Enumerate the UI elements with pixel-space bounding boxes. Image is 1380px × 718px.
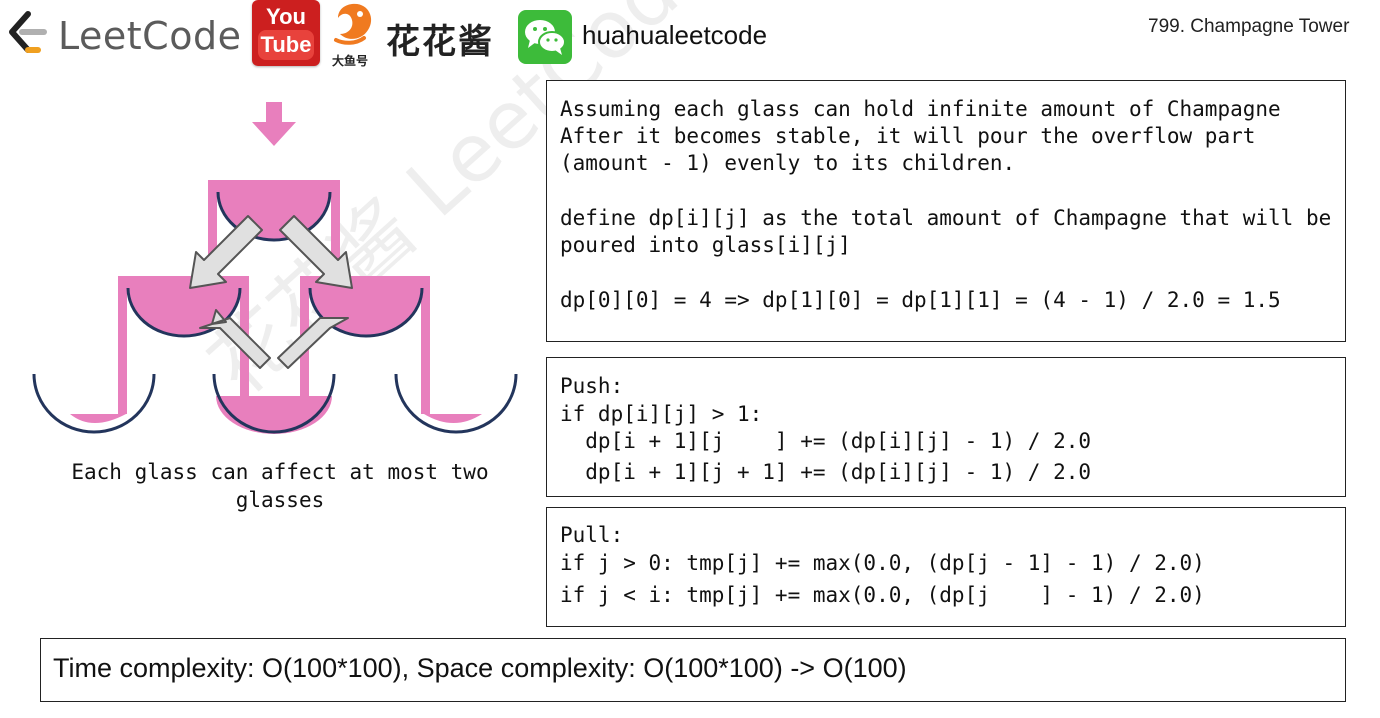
glass-bottom-middle xyxy=(212,373,336,434)
youtube-logo-icon: You Tube xyxy=(252,0,320,66)
leetcode-logo: LeetCode xyxy=(4,8,244,58)
youtube-tube-text: Tube xyxy=(258,30,314,60)
caption-line-1: Each glass can affect at most two xyxy=(71,460,489,484)
glass-middle-right xyxy=(300,276,430,414)
push-code-box: Push: if dp[i][j] > 1: dp[i + 1][j ] += … xyxy=(546,357,1346,497)
push-code-line: dp[i + 1][j ] += (dp[i][j] - 1) / 2.0 xyxy=(560,429,1092,453)
huahua-label: 花花酱 xyxy=(386,22,494,62)
pour-arrow-icon xyxy=(252,102,296,146)
flow-arrow-icon xyxy=(199,309,271,369)
champagne-tower-diagram xyxy=(30,96,520,446)
complexity-text: Time complexity: O(100*100), Space compl… xyxy=(53,653,907,683)
caption-line-2: glasses xyxy=(235,488,325,512)
leetcode-logo-icon xyxy=(9,11,47,53)
explanation-box: Assuming each glass can hold infinite am… xyxy=(546,80,1346,342)
explanation-line: define dp[i][j] as the total amount of C… xyxy=(560,206,1332,230)
explanation-line: dp[0][0] = 4 => dp[1][0] = dp[1][1] = (4… xyxy=(560,288,1281,312)
pull-code-line: Pull: xyxy=(560,523,624,547)
glass-bottom-left xyxy=(32,373,156,434)
youtube-you-text: You xyxy=(266,4,306,29)
douyu-fish-icon: 大鱼号 xyxy=(330,0,380,70)
explanation-line: poured into glass[i][j] xyxy=(560,233,851,257)
complexity-box: Time complexity: O(100*100), Space compl… xyxy=(40,638,1346,702)
push-code-line: if dp[i][j] > 1: xyxy=(560,402,763,426)
glass-middle-left xyxy=(118,276,249,414)
leetcode-brand-text: LeetCode xyxy=(58,14,242,58)
explanation-line: Assuming each glass can hold infinite am… xyxy=(560,97,1281,121)
douyu-label: 大鱼号 xyxy=(332,54,369,68)
flow-arrow-icon xyxy=(277,317,349,369)
push-code-line: dp[i + 1][j + 1] += (dp[i][j] - 1) / 2.0 xyxy=(560,460,1092,484)
problem-title: 799. Champagne Tower xyxy=(1148,16,1350,37)
pull-code-line: if j < i: tmp[j] += max(0.0, (dp[j ] - 1… xyxy=(560,583,1205,607)
explanation-line: After it becomes stable, it will pour th… xyxy=(560,124,1256,148)
explanation-line: (amount - 1) evenly to its children. xyxy=(560,151,1016,175)
push-code-line: Push: xyxy=(560,374,624,398)
wechat-icon xyxy=(518,10,572,64)
pull-code-box: Pull: if j > 0: tmp[j] += max(0.0, (dp[j… xyxy=(546,507,1346,627)
glass-bottom-right xyxy=(394,373,518,434)
flow-arrow-icon xyxy=(189,215,263,289)
wechat-account: huahualeetcode xyxy=(582,20,768,50)
diagram-caption: Each glass can affect at most two glasse… xyxy=(40,458,520,514)
pull-code-line: if j > 0: tmp[j] += max(0.0, (dp[j - 1] … xyxy=(560,551,1205,575)
flow-arrow-icon xyxy=(279,215,353,289)
